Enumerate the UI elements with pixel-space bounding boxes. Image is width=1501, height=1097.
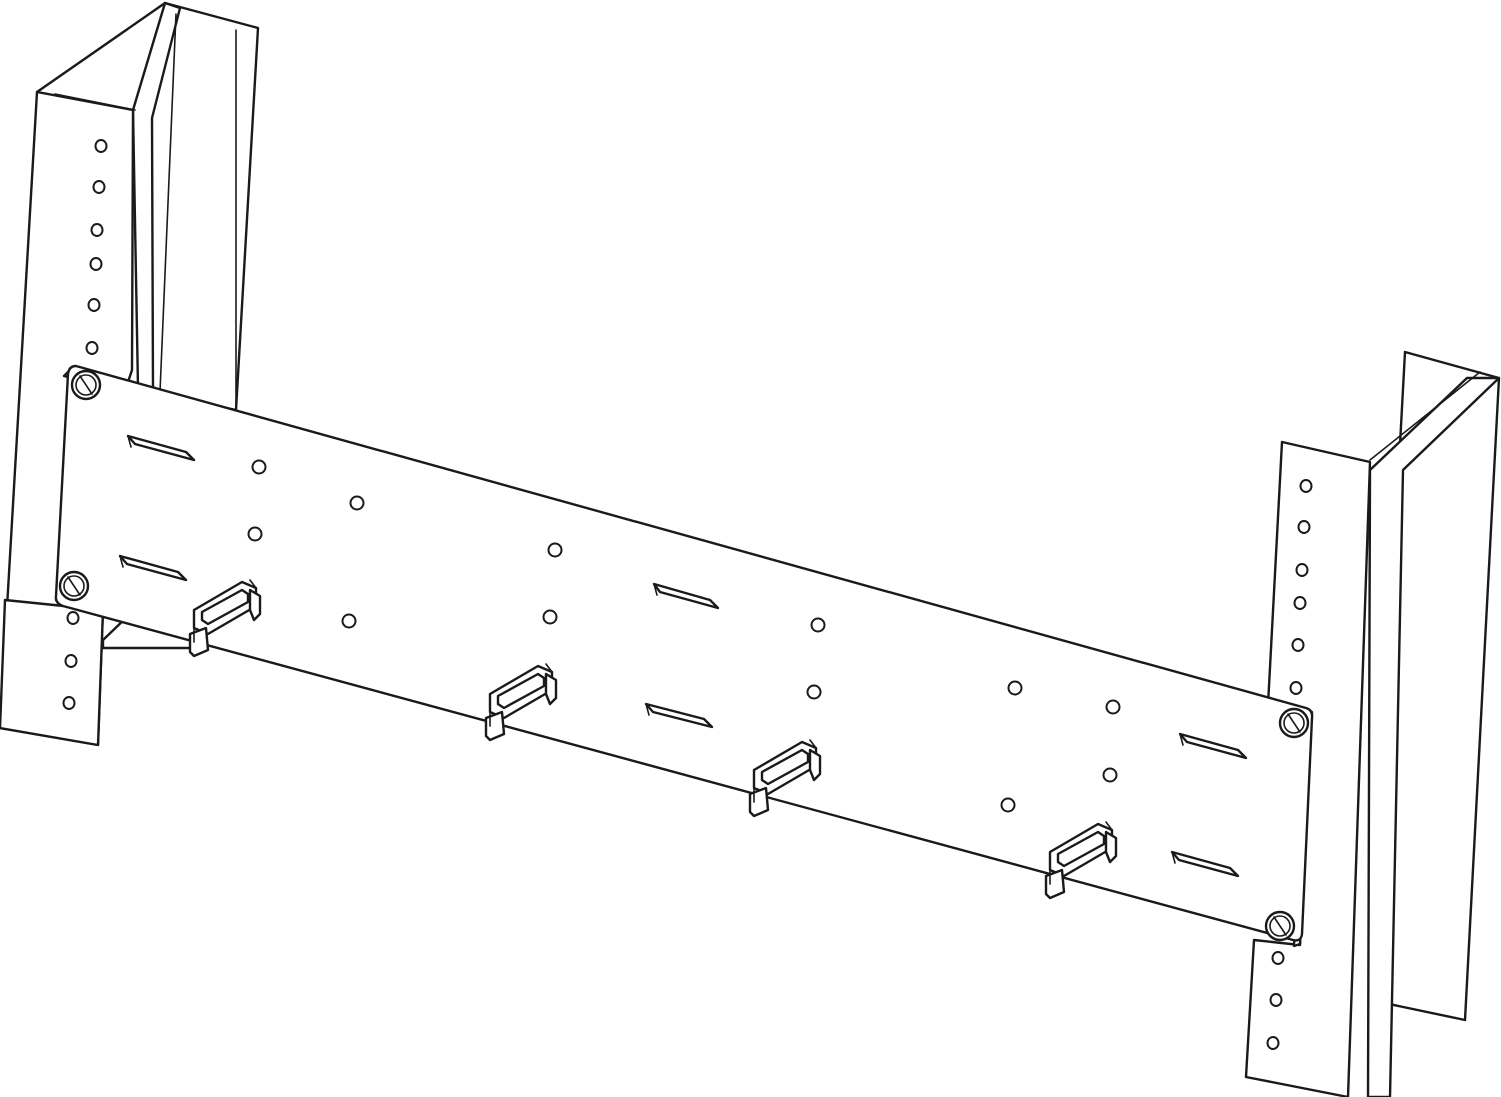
plate-face	[54, 364, 1314, 942]
plate-holes	[247, 459, 1121, 813]
rail-hole	[1295, 563, 1309, 577]
slot	[1170, 850, 1240, 878]
rail-hole	[1293, 596, 1307, 610]
screw-bottom-right	[1264, 910, 1296, 942]
rail-hole	[62, 696, 76, 710]
plate-hole	[1102, 767, 1118, 783]
rail-hole	[1299, 479, 1313, 493]
slot	[644, 702, 714, 729]
rail-hole	[64, 654, 78, 668]
plate-hole	[251, 459, 267, 475]
rail-hole	[1269, 993, 1283, 1007]
left-rail-fold-line	[159, 13, 177, 393]
plate-hole	[1000, 797, 1016, 813]
cable-clip	[188, 579, 262, 658]
rail-hole	[1297, 520, 1311, 534]
cable-clip	[748, 739, 822, 818]
plate-hole	[341, 613, 357, 629]
rail-hole	[85, 341, 99, 355]
plate-slots	[118, 434, 1248, 878]
screw-top-left	[70, 369, 102, 401]
mounting-plate	[54, 364, 1314, 948]
rail-hole	[1271, 951, 1285, 965]
plate-hole	[1105, 699, 1121, 715]
rail-hole	[90, 223, 104, 237]
rail-hole	[1291, 638, 1305, 652]
cable-clips	[188, 579, 1118, 900]
right-rack-rail	[1244, 350, 1501, 1097]
plate-hole	[810, 617, 826, 633]
slot	[126, 434, 196, 462]
right-rail-holes	[1266, 479, 1313, 1050]
plate-screws	[58, 369, 1310, 942]
right-rail-top-fold	[1369, 371, 1481, 461]
rail-hole	[94, 139, 108, 153]
plate-hole	[547, 542, 563, 558]
rail-hole	[66, 611, 80, 625]
screw-bottom-left	[58, 570, 90, 602]
slot	[652, 582, 720, 610]
rail-hole	[92, 180, 106, 194]
rail-hole	[1266, 1036, 1280, 1050]
plate-hole	[1007, 680, 1023, 696]
cable-clip	[1044, 821, 1118, 900]
plate-hole	[349, 495, 365, 511]
plate-hole	[247, 526, 263, 542]
slot	[1178, 732, 1248, 760]
left-rail-top-edge	[54, 93, 136, 111]
slot	[118, 554, 188, 582]
plate-hole	[542, 609, 558, 625]
right-rail-side-flange	[1366, 376, 1501, 1097]
left-rail-lower-face	[0, 598, 105, 747]
screw-top-right	[1278, 707, 1310, 739]
rail-hole	[89, 257, 103, 271]
rail-hole	[87, 298, 101, 312]
left-rail-holes	[62, 139, 108, 710]
cable-clip	[484, 663, 558, 742]
rail-hole	[1289, 681, 1303, 695]
plate-hole	[806, 684, 822, 700]
